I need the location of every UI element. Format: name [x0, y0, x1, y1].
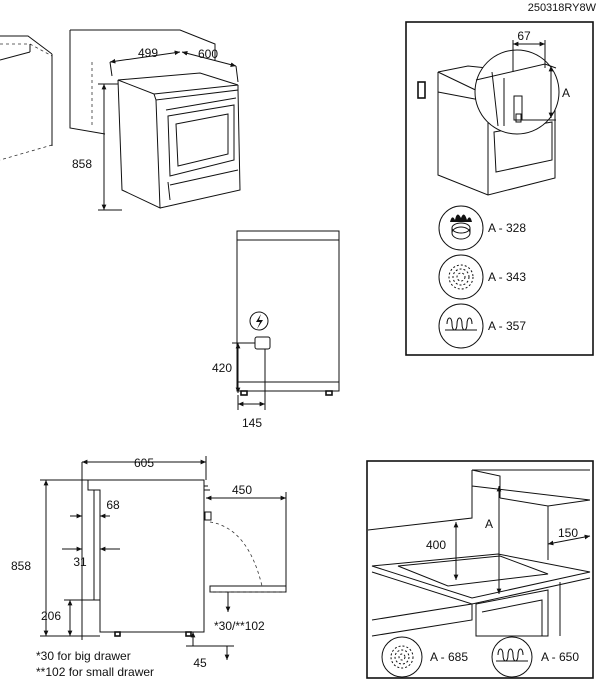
bracket-icon — [417, 81, 426, 99]
hood-clearance-panel — [405, 21, 594, 356]
footnote-big-drawer: *30 for big drawer — [36, 649, 131, 663]
side-45-label: 45 — [193, 656, 207, 670]
side-clearance-label: 450 — [232, 483, 252, 497]
hood-row-2-value: A - 343 — [488, 270, 526, 284]
side-clearance-panel — [366, 460, 594, 679]
socket-offset-label: 145 — [242, 416, 262, 430]
clear-a-label: A — [485, 517, 493, 531]
power-socket — [254, 336, 271, 350]
clear-row-1-value: A - 685 — [430, 650, 468, 664]
clear-400-label: 400 — [426, 538, 446, 552]
clear-row-2-value: A - 650 — [541, 650, 579, 664]
hood-a-label: A — [562, 86, 570, 100]
induction-icon — [381, 636, 423, 678]
induction-icon — [438, 254, 484, 300]
side-31-label: 31 — [73, 555, 87, 569]
gas-burner-icon — [438, 205, 484, 251]
hood-gap-label: 67 — [517, 29, 531, 43]
side-height-label: 858 — [11, 559, 31, 573]
hood-row-1-value: A - 328 — [488, 221, 526, 235]
hood-row-3-value: A - 357 — [488, 319, 526, 333]
footnote-small-drawer: **102 for small drawer — [36, 665, 154, 679]
drawer-gap-label: *30/**102 — [214, 619, 265, 633]
socket-height-label: 420 — [212, 361, 232, 375]
cooker-perspective-view — [0, 29, 241, 211]
radiant-coil-icon — [438, 303, 484, 349]
radiant-coil-icon — [491, 636, 533, 678]
cooker-height-label: 858 — [72, 157, 92, 171]
cooker-depth-label: 499 — [138, 46, 158, 60]
clear-150-label: 150 — [558, 526, 578, 540]
side-width-label: 605 — [134, 456, 154, 470]
cooker-width-label: 600 — [198, 47, 218, 61]
electric-hazard-icon — [249, 311, 269, 331]
document-code: 250318RY8W — [528, 2, 597, 14]
side-206-label: 206 — [41, 609, 61, 623]
cooker-rear-view — [232, 230, 340, 410]
cooker-side-view — [40, 456, 287, 660]
side-68-label: 68 — [106, 498, 120, 512]
